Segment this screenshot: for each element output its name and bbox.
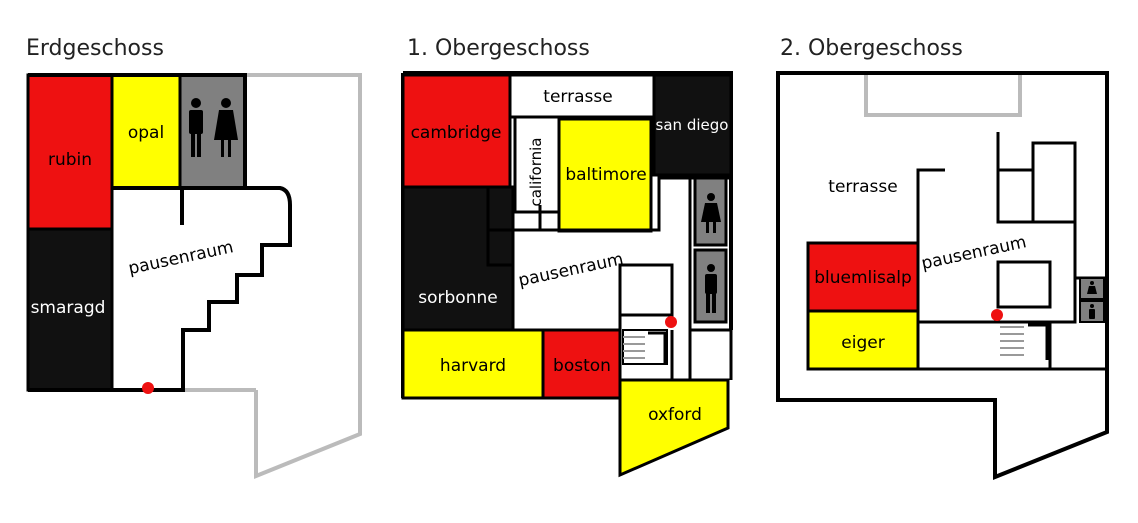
wall: [916, 168, 945, 243]
label-bluemlisalp: bluemlisalp: [814, 268, 912, 288]
wall: [28, 73, 247, 188]
label-pausenraum: pausenraum: [517, 249, 626, 291]
wc-men-icon: [705, 264, 717, 313]
wc-women-icon: [701, 193, 721, 233]
location-marker: [142, 382, 154, 394]
room-stair-landing: [996, 260, 1052, 309]
exterior-outline: [245, 73, 362, 479]
wc-men-women-icon: [189, 98, 238, 157]
room-smaragd[interactable]: [26, 227, 114, 392]
label-boston: boston: [553, 356, 611, 376]
wall: [996, 132, 1077, 224]
label-smaragd: smaragd: [31, 298, 106, 318]
floor-title: 2. Obergeschoss: [780, 36, 963, 61]
wc-women-icon: [1087, 281, 1097, 294]
room-boston[interactable]: [541, 328, 622, 400]
label-terrasse: terrasse: [828, 177, 897, 197]
floor-title: Erdgeschoss: [26, 36, 164, 61]
wall-outer: [776, 71, 1109, 480]
wall-outer: [403, 71, 733, 330]
label-cambridge: cambridge: [411, 123, 502, 143]
floor-title: 1. Obergeschoss: [407, 36, 590, 61]
room-terrasse[interactable]: [508, 73, 656, 119]
staircase: [622, 329, 668, 365]
room-california[interactable]: [513, 115, 561, 214]
room-bluemlisalp[interactable]: [806, 241, 920, 313]
wall: [618, 315, 674, 382]
room-san-diego[interactable]: [652, 73, 733, 177]
label-harvard: harvard: [440, 356, 506, 376]
wall: [1073, 222, 1107, 280]
wc-men-icon: [1089, 304, 1095, 319]
label-opal: opal: [128, 123, 164, 143]
label-baltimore: baltimore: [565, 165, 646, 185]
location-marker: [665, 316, 677, 328]
label-san-diego: san diego: [656, 116, 729, 134]
room-oxford[interactable]: [618, 378, 730, 478]
label-pausenraum: pausenraum: [127, 237, 236, 279]
room-sorbonne[interactable]: [401, 185, 515, 332]
room-stair-landing: [618, 263, 674, 317]
wall: [486, 176, 731, 232]
floor-erdgeschoss: Erdgeschoss rubin opal smaragd pausenr: [26, 36, 362, 479]
label-california: california: [527, 137, 545, 206]
wall: [486, 230, 513, 267]
label-eiger: eiger: [841, 333, 884, 353]
label-terrasse: terrasse: [543, 87, 612, 107]
room-baltimore[interactable]: [557, 117, 653, 233]
wall: [918, 278, 1077, 324]
wall-pausenraum: [112, 186, 292, 392]
floor-2-obergeschoss: 2. Obergeschoss: [776, 36, 1109, 480]
room-eiger[interactable]: [806, 309, 920, 371]
staircase: [1000, 323, 1049, 360]
label-rubin: rubin: [48, 150, 92, 170]
location-marker: [991, 309, 1003, 321]
label-sorbonne: sorbonne: [418, 288, 497, 308]
terrace-outline: [864, 73, 1022, 117]
label-oxford: oxford: [648, 405, 702, 425]
room-opal[interactable]: [110, 73, 182, 190]
floor-1-obergeschoss: 1. Obergeschoss: [401, 36, 733, 478]
